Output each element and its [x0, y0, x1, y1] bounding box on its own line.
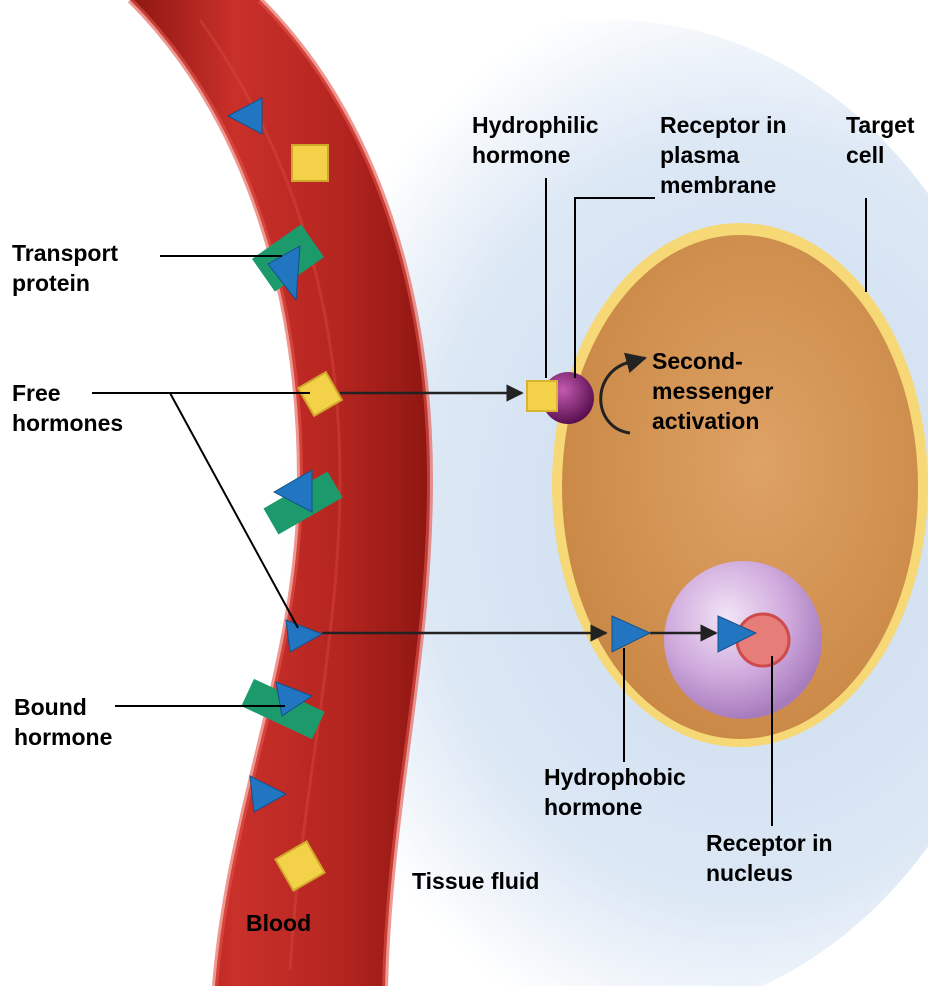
label-target-cell: Target cell	[846, 110, 915, 170]
label-hydrophilic-hormone: Hydrophilic hormone	[472, 110, 599, 170]
hydrophilic-hormone-free	[292, 145, 328, 181]
label-second-messenger: Second- messenger activation	[652, 346, 773, 436]
label-hydrophobic-hormone: Hydrophobic hormone	[544, 762, 686, 822]
label-free-hormones: Free hormones	[12, 378, 123, 438]
label-tissue-fluid: Tissue fluid	[412, 866, 539, 896]
label-transport-protein: Transport protein	[12, 238, 118, 298]
label-receptor-nucleus: Receptor in nucleus	[706, 828, 833, 888]
nuclear-receptor	[737, 614, 789, 666]
label-receptor-plasma-membrane: Receptor in plasma membrane	[660, 110, 787, 200]
label-bound-hormone: Bound hormone	[14, 692, 112, 752]
label-blood: Blood	[246, 908, 311, 938]
bound-hydrophilic-hormone	[527, 381, 557, 411]
